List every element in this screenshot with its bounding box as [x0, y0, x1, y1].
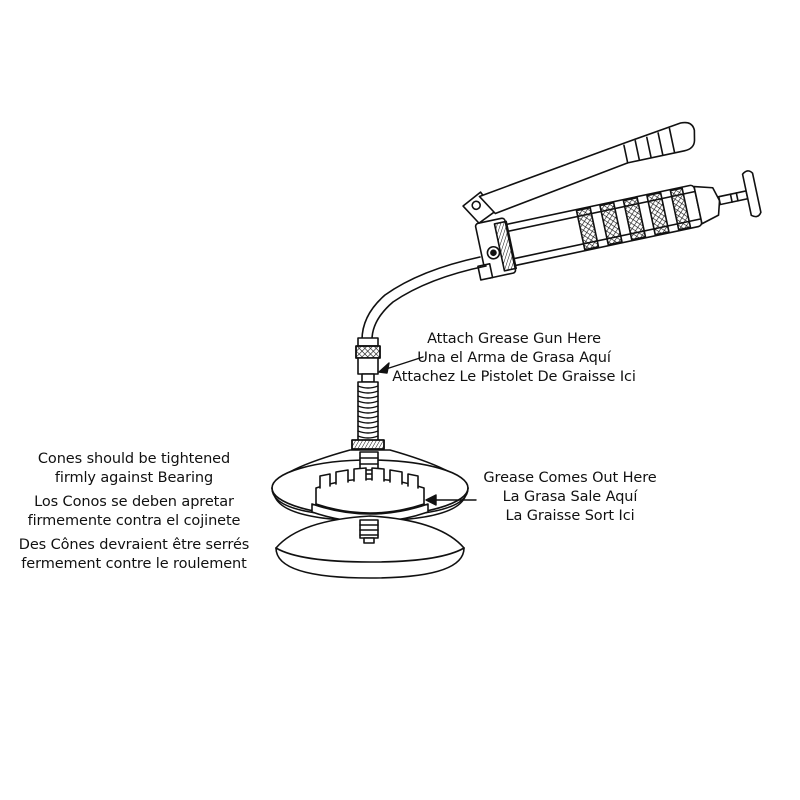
cones-label-fr-line-2: fermement contre le roulement — [21, 556, 247, 572]
leader-grease-out — [425, 494, 477, 506]
cones-label-es-line-2: firmemente contra el cojinete — [27, 513, 241, 529]
cones-label-en-line-1: Cones should be tightened — [37, 451, 231, 467]
grease-gun — [462, 121, 762, 281]
leader-attach — [378, 356, 424, 374]
attach-grease-gun-label: Attach Grease Gun Here Una el Arma de Gr… — [385, 330, 643, 387]
grease-out-label: Grease Comes Out Here La Grasa Sale Aquí… — [470, 469, 670, 526]
cones-label-en-line-2: firmly against Bearing — [54, 470, 214, 486]
grease-out-label-es: La Grasa Sale Aquí — [502, 489, 638, 505]
grease-out-label-en: Grease Comes Out Here — [483, 470, 657, 486]
flex-hose — [361, 256, 481, 341]
spring-hose — [357, 381, 379, 445]
attach-label-fr: Attachez Le Pistolet De Graisse Ici — [392, 369, 636, 385]
attach-label-es: Una el Arma de Grasa Aquí — [417, 350, 611, 366]
cones-label-fr: Des Cônes devraient être serrés fermemen… — [14, 536, 254, 574]
attach-label-en: Attach Grease Gun Here — [427, 331, 601, 347]
coupler — [355, 337, 381, 383]
cones-instruction-label: Cones should be tightened firmly against… — [14, 450, 254, 579]
cones-label-es-line-1: Los Conos se deben apretar — [34, 494, 234, 510]
cones-label-es: Los Conos se deben apretar firmemente co… — [14, 493, 254, 531]
cones-label-en: Cones should be tightened firmly against… — [14, 450, 254, 488]
grease-out-label-fr: La Graisse Sort Ici — [505, 508, 635, 524]
cones-label-fr-line-1: Des Cônes devraient être serrés — [18, 537, 250, 553]
